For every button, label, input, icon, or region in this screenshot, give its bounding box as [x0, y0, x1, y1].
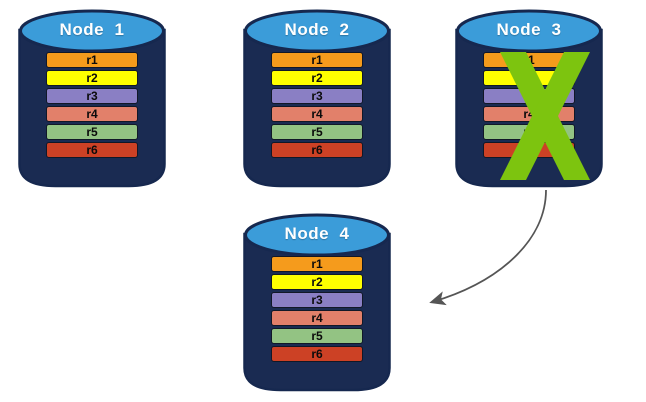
- data-row-label: r3: [311, 293, 323, 307]
- data-row-label: r6: [311, 143, 323, 157]
- data-row-label: r4: [311, 311, 323, 325]
- data-row-r3[interactable]: r3: [46, 88, 138, 104]
- data-row-label: r6: [311, 347, 323, 361]
- data-row-r2[interactable]: r2: [271, 70, 363, 86]
- data-row-label: r5: [311, 125, 323, 139]
- data-row-r1[interactable]: r1: [271, 52, 363, 68]
- data-row-r3[interactable]: r3: [271, 88, 363, 104]
- data-row-r4[interactable]: r4: [46, 106, 138, 122]
- data-row-label: r3: [311, 89, 323, 103]
- data-row-r3[interactable]: r3: [271, 292, 363, 308]
- data-row-r2[interactable]: r2: [271, 274, 363, 290]
- cylinder-top-ellipse: [456, 9, 602, 53]
- data-row-label: r1: [311, 257, 323, 271]
- data-row-label: r6: [86, 143, 98, 157]
- data-row-label: r3: [523, 89, 535, 103]
- data-row-r6[interactable]: r6: [483, 142, 575, 158]
- cylinder-top-ellipse: [19, 9, 165, 53]
- data-row-r1[interactable]: r1: [46, 52, 138, 68]
- data-row-r3[interactable]: r3: [483, 88, 575, 104]
- data-row-label: r2: [311, 71, 323, 85]
- data-row-label: r5: [523, 125, 535, 139]
- data-row-label: r2: [523, 71, 535, 85]
- data-row-r4[interactable]: r4: [271, 106, 363, 122]
- data-row-r6[interactable]: r6: [46, 142, 138, 158]
- data-row-r5[interactable]: r5: [46, 124, 138, 140]
- data-row-label: r3: [86, 89, 98, 103]
- node-rows: r1 r2 r3 r4 r5 r6: [243, 256, 391, 362]
- data-row-r5[interactable]: r5: [271, 328, 363, 344]
- data-row-r2[interactable]: r2: [46, 70, 138, 86]
- data-row-label: r5: [86, 125, 98, 139]
- data-row-r5[interactable]: r5: [271, 124, 363, 140]
- node-rows: r1 r2 r3 r4 r5 r6: [243, 52, 391, 158]
- data-row-label: r6: [523, 143, 535, 157]
- data-row-label: r2: [311, 275, 323, 289]
- data-row-r5[interactable]: r5: [483, 124, 575, 140]
- data-row-label: r5: [311, 329, 323, 343]
- data-row-r1[interactable]: r1: [271, 256, 363, 272]
- data-row-r4[interactable]: r4: [483, 106, 575, 122]
- data-row-label: r4: [86, 107, 98, 121]
- data-row-label: r1: [523, 53, 535, 67]
- data-row-r6[interactable]: r6: [271, 346, 363, 362]
- data-row-label: r2: [86, 71, 98, 85]
- data-row-r1[interactable]: r1: [483, 52, 575, 68]
- cylinder-top-ellipse: [244, 9, 390, 53]
- data-row-r4[interactable]: r4: [271, 310, 363, 326]
- data-row-label: r4: [523, 107, 535, 121]
- node-rows: r1 r2 r3 r4 r5 r6: [18, 52, 166, 158]
- data-row-label: r1: [86, 53, 98, 67]
- cylinder-top-ellipse: [244, 213, 390, 257]
- data-row-label: r1: [311, 53, 323, 67]
- data-row-label: r4: [311, 107, 323, 121]
- data-row-r6[interactable]: r6: [271, 142, 363, 158]
- data-row-r2[interactable]: r2: [483, 70, 575, 86]
- node-rows: r1 r2 r3 r4 r5 r6: [455, 52, 603, 158]
